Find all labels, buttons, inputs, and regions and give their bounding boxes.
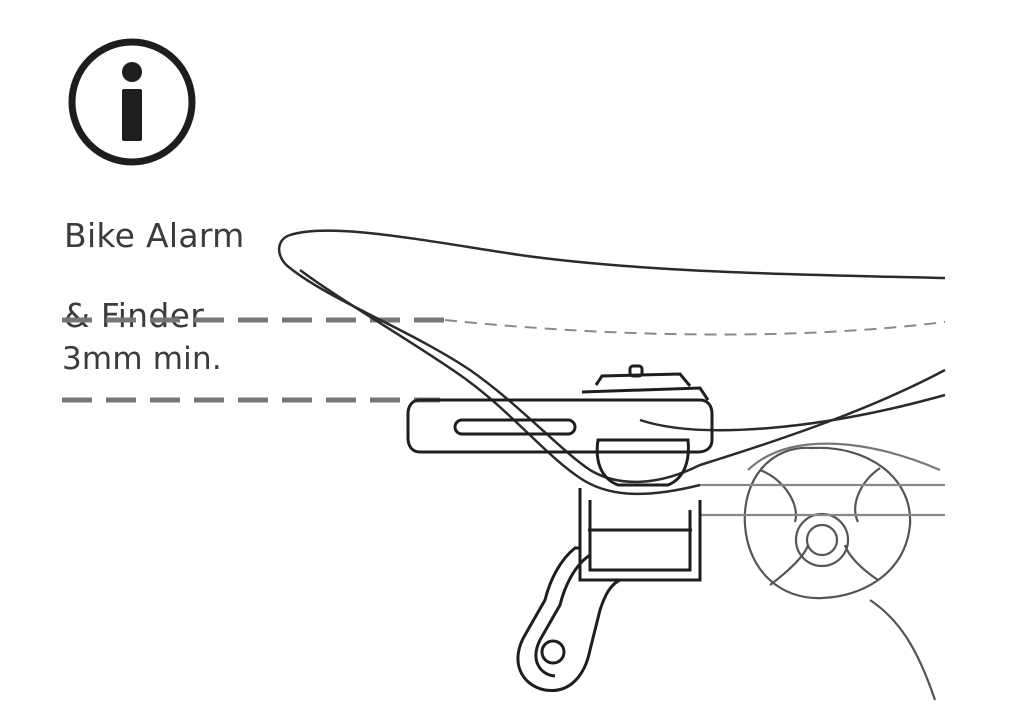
mount-lower-body [516,488,702,693]
device-title-line-2: & Finder [64,296,205,335]
seat-clamp [700,442,945,701]
clearance-label: 3mm min. [62,341,222,377]
saddle [277,229,946,496]
rail-reference-dashed [444,319,946,336]
device-title-line-1: Bike Alarm [64,216,245,255]
mount-bracket [406,364,714,487]
info-icon [66,36,198,168]
device-title: Bike Alarm & Finder [64,176,245,376]
clearance-dash-lines [62,317,445,403]
